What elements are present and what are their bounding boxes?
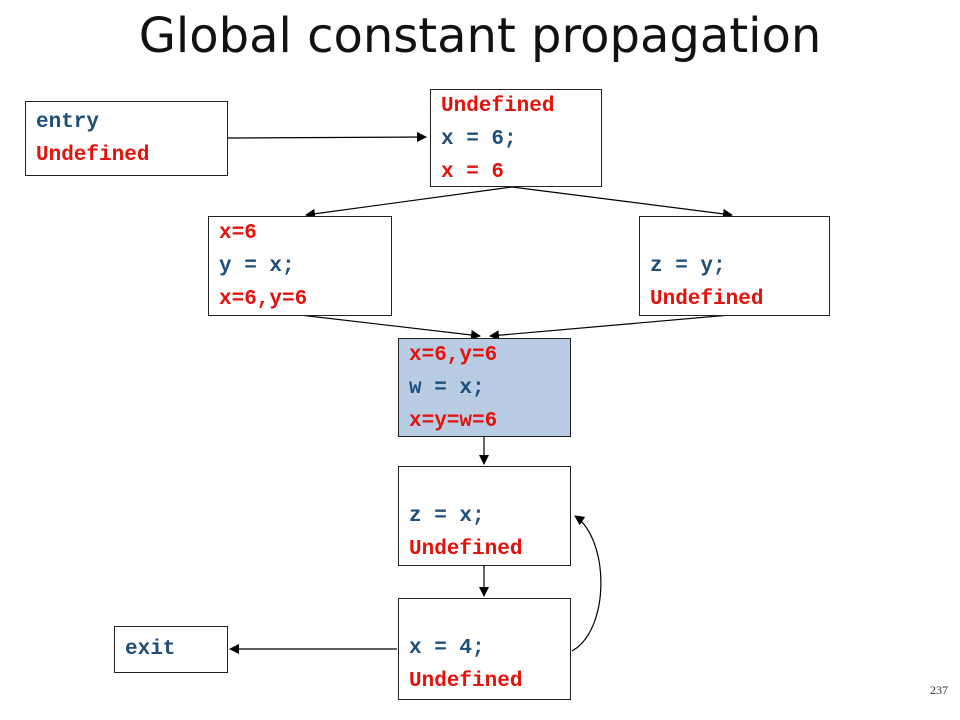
node-out-fact: Undefined (409, 670, 523, 693)
node-statement: y = x; (219, 255, 295, 278)
cfg-node-entry: entry Undefined (25, 101, 228, 176)
node-in-fact: x=6 (219, 222, 257, 245)
node-statement: z = x; (409, 505, 485, 528)
edge-b6-back-to-b5 (571, 515, 602, 652)
node-label: entry (36, 111, 100, 134)
cfg-node-exit: exit (114, 626, 228, 673)
edge-entry-to-b1 (227, 132, 427, 143)
cfg-node-b6: x = 4; Undefined (398, 598, 571, 700)
node-in-fact (409, 599, 570, 632)
edge-b2-to-b4 (299, 314, 481, 340)
edge-b1-to-b2 (305, 186, 513, 219)
node-label: exit (125, 638, 176, 661)
cfg-node-b5: z = x; Undefined (398, 466, 571, 566)
slide-title: Global constant propagation (138, 8, 822, 64)
node-in-fact: Undefined (441, 95, 555, 118)
cfg-node-b4: x=6,y=6 w = x; x=y=w=6 (398, 338, 571, 437)
node-in-fact (409, 467, 570, 500)
node-out-fact: x = 6 (441, 161, 505, 184)
cfg-node-b2: x=6 y = x; x=6,y=6 (208, 216, 392, 316)
edge-b1-to-b3 (511, 186, 733, 219)
node-out-fact: x=6,y=6 (219, 288, 308, 311)
node-out-fact: Undefined (650, 288, 764, 311)
node-statement: x = 6; (441, 128, 517, 151)
node-out-fact: Undefined (409, 538, 523, 561)
node-fact: Undefined (36, 144, 150, 167)
node-in-fact: x=6,y=6 (409, 344, 498, 367)
cfg-node-b1: Undefined x = 6; x = 6 (430, 89, 602, 187)
page-number: 237 (930, 683, 948, 697)
edge-b3-to-b4 (489, 314, 731, 341)
node-statement: z = y; (650, 255, 726, 278)
node-out-fact: x=y=w=6 (409, 410, 498, 433)
node-in-fact (650, 217, 829, 250)
node-statement: x = 4; (409, 637, 485, 660)
node-statement: w = x; (409, 377, 485, 400)
cfg-node-b3: z = y; Undefined (639, 216, 830, 316)
